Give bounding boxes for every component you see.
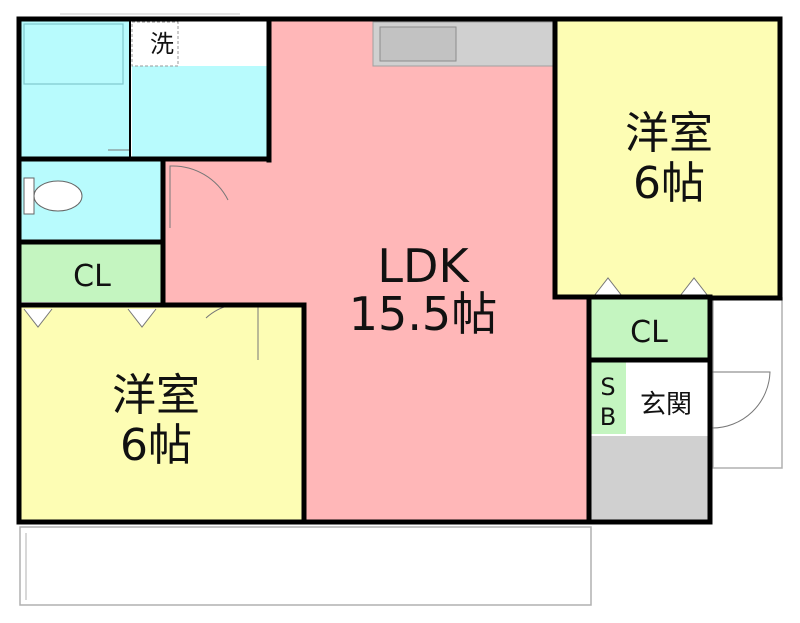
closet-door-markers (23, 277, 709, 328)
closet-left (20, 243, 162, 302)
entrance-hall (626, 362, 708, 434)
walls (16, 16, 783, 525)
bathtub (23, 23, 124, 85)
shoe-box (591, 362, 626, 434)
shoe-box-label-s: S (600, 373, 615, 401)
western-room-right-name: 洋室 (625, 108, 713, 159)
kitchen-sink (379, 26, 457, 62)
entrance-porch (712, 297, 783, 469)
closet-left-label: CL (73, 259, 111, 294)
bathroom (20, 20, 130, 157)
entrance-floor (591, 436, 708, 522)
washroom (132, 66, 268, 157)
balcony (19, 526, 592, 606)
ldk-name: LDK (377, 239, 470, 293)
western-room-right (557, 20, 779, 296)
western-room-left-size: 6帖 (120, 420, 192, 471)
western-room-left (20, 307, 303, 523)
closet-right (591, 299, 708, 359)
laundry-label: 洗 (150, 30, 174, 58)
shoe-box-label-b: B (600, 403, 616, 431)
washing-machine-space (131, 21, 179, 67)
ldk-size: 15.5帖 (349, 287, 497, 341)
toilet-icon (23, 177, 83, 215)
entrance-label: 玄関 (640, 390, 692, 420)
closet-right-label: CL (630, 315, 668, 350)
western-room-left-name: 洋室 (112, 370, 200, 421)
western-room-right-size: 6帖 (633, 158, 705, 209)
